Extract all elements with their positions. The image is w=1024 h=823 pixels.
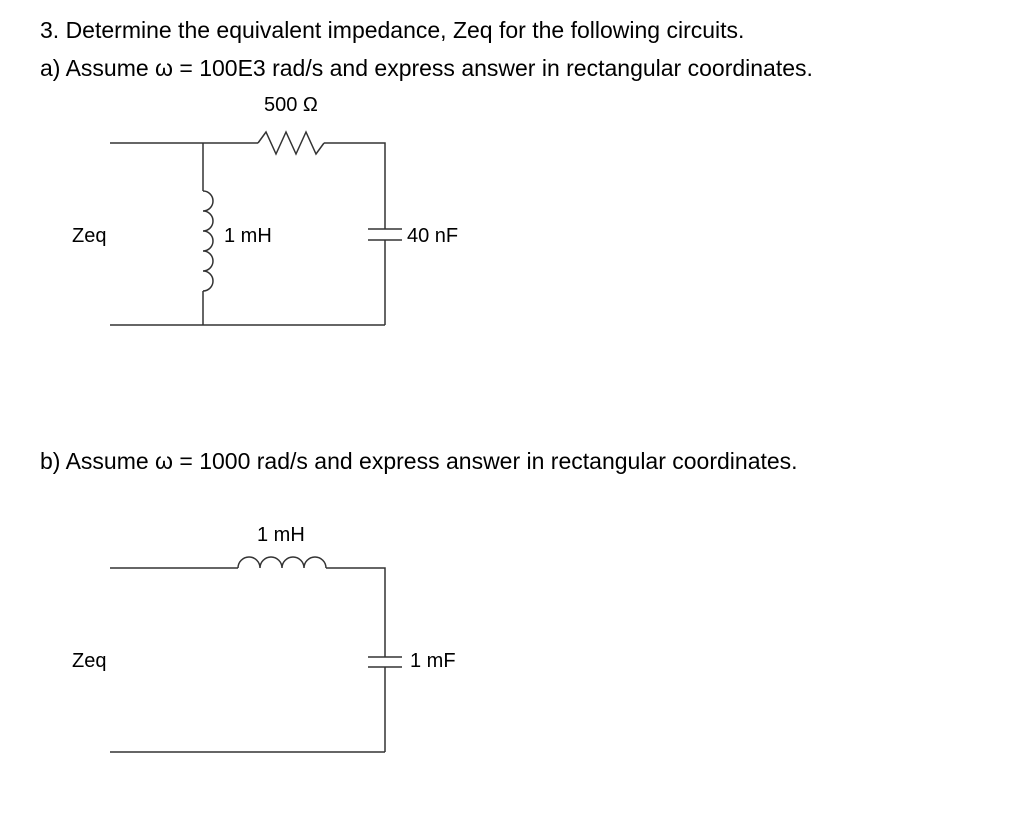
circuit-b-top-wire-right bbox=[326, 567, 386, 652]
inductor-a-label: 1 mH bbox=[224, 225, 272, 247]
circuit-a-top-wire-right bbox=[324, 142, 386, 223]
zeq-b-label: Zeq bbox=[72, 650, 107, 672]
resistor-500-label: 500 Ω bbox=[264, 94, 318, 116]
zeq-a-label: Zeq bbox=[72, 225, 107, 247]
capacitor-b-label: 1 mF bbox=[410, 650, 456, 672]
part-b-instruction: b) Assume ω = 1000 rad/s and express ans… bbox=[40, 448, 798, 474]
inductor-b-label: 1 mH bbox=[257, 524, 305, 546]
part-a-instruction: a) Assume ω = 100E3 rad/s and express an… bbox=[40, 55, 813, 81]
circuit-a-resistor bbox=[257, 130, 325, 156]
problem-heading: 3. Determine the equivalent impedance, Z… bbox=[40, 17, 745, 43]
circuit-a-inductor bbox=[202, 190, 214, 292]
circuit-a-diagram bbox=[110, 130, 402, 326]
circuit-b-inductor bbox=[237, 556, 327, 569]
capacitor-a-label: 40 nF bbox=[407, 225, 459, 247]
